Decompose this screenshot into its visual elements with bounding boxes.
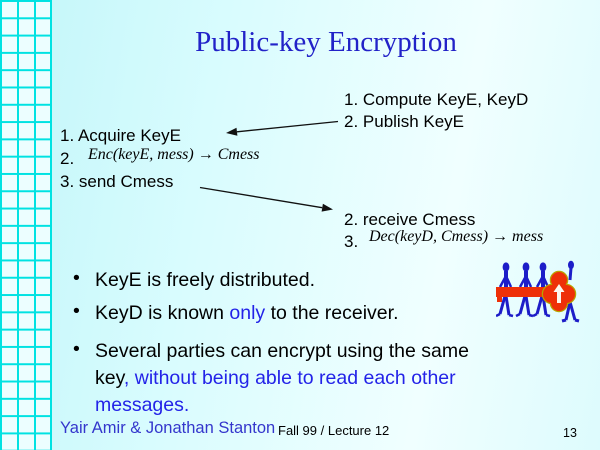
bullet-icon: • (73, 267, 80, 289)
sender-step2-encrypt-formula: Enc(keyE, mess) → Cmess (88, 146, 260, 163)
receiver-step-compute: 1. Compute KeyE, KeyD (344, 90, 529, 109)
page-number: 13 (563, 426, 577, 440)
key-shaft (496, 287, 554, 302)
bullet1-text: KeyE is freely distributed. (95, 269, 316, 291)
bullet3-line2: key, without being able to read each oth… (95, 367, 456, 389)
bullet3-line3: messages. (95, 394, 190, 416)
grid-decoration (0, 0, 52, 450)
receiver-step3-decrypt-formula: Dec(keyD, Cmess) → mess (369, 228, 544, 245)
people-carrying-key-icon (496, 260, 580, 323)
carrier-figure (496, 262, 514, 318)
receiver-steps-top: 1. Compute KeyE, KeyD 2. Publish KeyE (344, 89, 528, 133)
sender-step-acquire: 1. Acquire KeyE (60, 126, 181, 145)
receiver-step3-number: 3. (344, 232, 359, 251)
bullet-icon: • (73, 338, 80, 360)
arrow-publish-to-acquire (226, 120, 339, 136)
bullet2-text-only: only (229, 302, 266, 324)
arrow-send-to-receive (199, 186, 333, 212)
list-item: • KeyD is known only to the receiver. (73, 300, 399, 327)
key-bow (541, 270, 577, 313)
sender-step2-number: 2. (60, 149, 75, 168)
receiver-step-receive: 2. receive Cmess (344, 210, 476, 229)
key-hole-arrow (553, 284, 565, 303)
bullet-icon: • (73, 300, 80, 322)
footer-authors: Yair Amir & Jonathan Stanton (60, 419, 276, 437)
bullet2-text-part1: KeyD is known (95, 302, 230, 324)
list-item: • KeyE is freely distributed. (73, 267, 315, 294)
bullet2-text-part2: to the receiver. (265, 302, 399, 324)
sender-step-send: 3. send Cmess (60, 172, 174, 191)
footer-course: Fall 99 / Lecture 12 (278, 423, 390, 438)
page-title: Public-key Encryption (195, 26, 457, 58)
bullet3-line1: Several parties can encrypt using the sa… (95, 340, 469, 362)
carrier-figure (515, 262, 534, 318)
receiver-step-publish: 2. Publish KeyE (344, 112, 465, 131)
list-item: • Several parties can encrypt using the … (73, 338, 469, 419)
